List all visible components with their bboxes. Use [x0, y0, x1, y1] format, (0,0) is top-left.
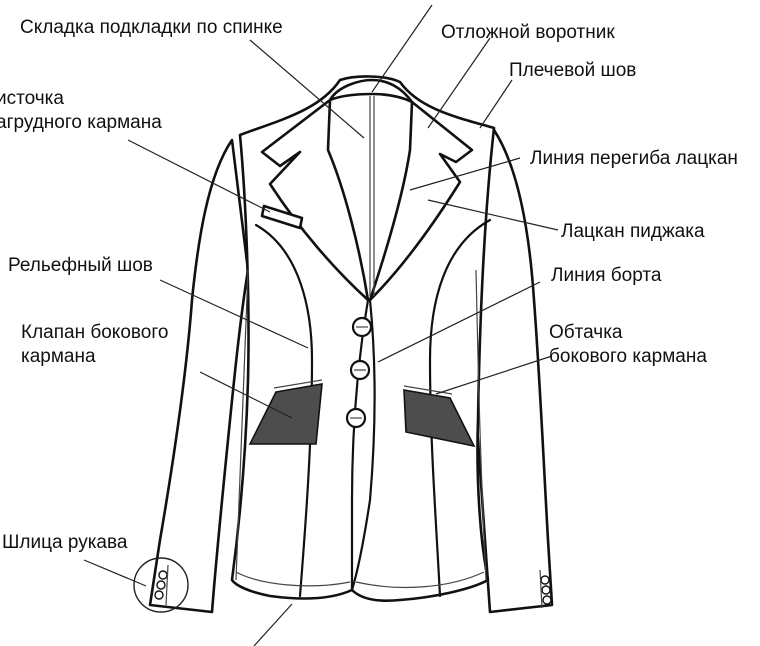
- right-pocket-flap: [403, 389, 476, 448]
- leader-top-extra: [371, 4, 433, 93]
- label-side-pocket-facing-line2: бокового кармана: [549, 346, 707, 367]
- breast-welt-pocket: [260, 204, 304, 230]
- label-notched-collar: Отложной воротник: [441, 22, 615, 43]
- left-sleeve: [148, 138, 250, 614]
- leader-notched-collar: [427, 37, 491, 129]
- left-pocket-welt: [273, 379, 323, 389]
- jacket-illustration: [133, 75, 554, 614]
- label-sleeve-vent: Шлица рукава: [2, 532, 128, 553]
- label-side-pocket-facing-line1: Обтачка: [549, 322, 623, 343]
- label-front-edge-line: Линия борта: [551, 265, 662, 286]
- left-collar: [260, 98, 370, 302]
- right-pocket-welt: [403, 385, 453, 395]
- leader-sleeve-vent: [83, 559, 147, 587]
- leader-side-pocket-facing: [435, 355, 553, 395]
- leader-bottom-extra: [253, 603, 293, 646]
- label-jacket-lapel: Лацкан пиджака: [561, 221, 705, 242]
- leader-breast-welt: [127, 139, 271, 213]
- label-breast-welt-line2: агрудного кармана: [0, 112, 162, 133]
- hem-line-right: [355, 571, 485, 589]
- leader-jacket-lapel: [427, 199, 559, 231]
- hem-line: [235, 571, 351, 587]
- label-back-lining-pleat: Складка подкладки по спинке: [20, 17, 283, 38]
- leader-side-pocket-flap: [199, 371, 293, 419]
- right-sleeve-vent-buttons: [539, 569, 552, 609]
- left-sleeve-vent-buttons: [154, 564, 169, 606]
- left-side-seam: [235, 269, 249, 581]
- label-princess-seam: Рельефный шов: [8, 255, 153, 276]
- overlap-edge-seam: [350, 298, 376, 592]
- right-collar: [368, 100, 474, 302]
- right-princess-seam: [428, 218, 492, 598]
- leader-shoulder-seam: [479, 79, 513, 129]
- front-buttons: [345, 316, 373, 429]
- front-edge-seam: [350, 298, 370, 592]
- left-pocket-flap: [248, 383, 323, 445]
- label-side-pocket-flap-line2: кармана: [21, 346, 96, 367]
- left-princess-seam: [254, 223, 314, 598]
- labels: Складка подкладки по спинке Отложной вор…: [0, 17, 738, 553]
- leader-lines: [83, 4, 559, 646]
- leader-back-lining-pleat: [249, 39, 365, 139]
- sleeve-vent-highlight: [133, 557, 189, 613]
- leader-front-edge-line: [377, 281, 541, 363]
- label-lapel-roll-line: Линия перегиба лацкан: [530, 148, 738, 169]
- label-breast-welt-line1: источка: [0, 88, 64, 109]
- label-shoulder-seam: Плечевой шов: [509, 60, 636, 81]
- leader-princess-seam: [159, 279, 309, 349]
- leader-lapel-roll-line: [409, 157, 521, 191]
- label-side-pocket-flap-line1: Клапан бокового: [21, 322, 168, 343]
- right-side-seam: [475, 269, 487, 581]
